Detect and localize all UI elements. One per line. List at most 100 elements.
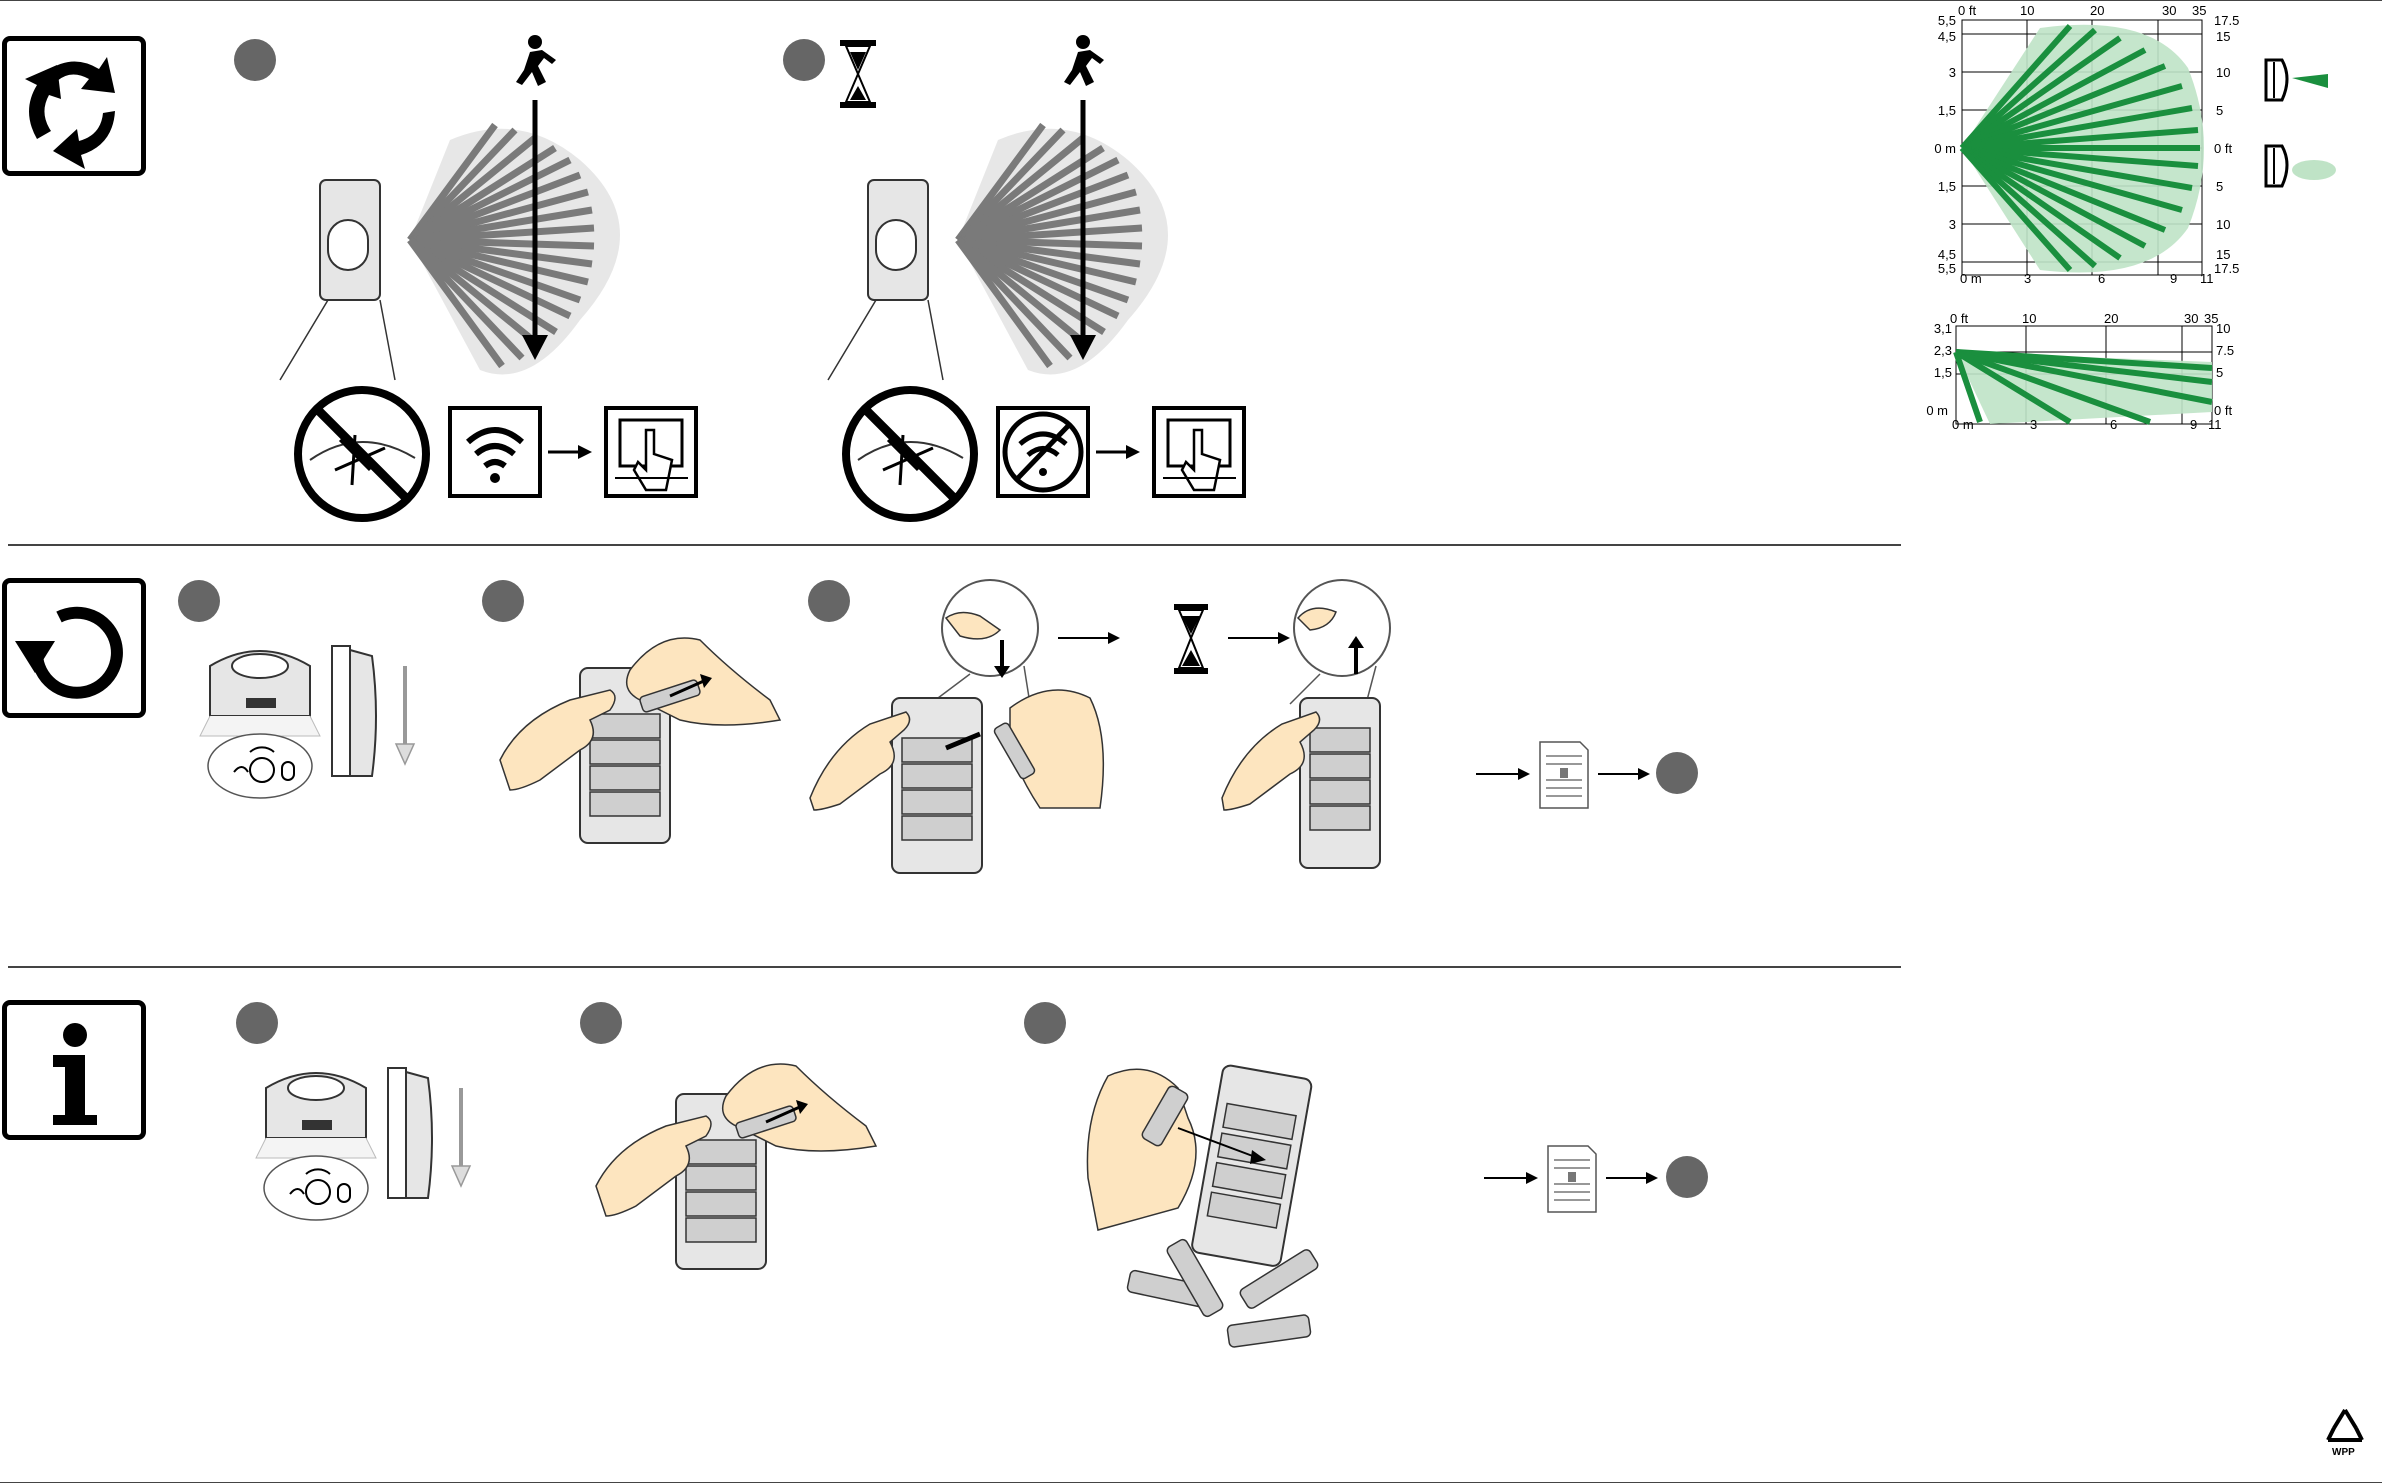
arrow-right-icon <box>1228 632 1290 644</box>
walking-person-icon <box>1064 35 1104 86</box>
top-rule <box>0 0 2382 1</box>
tick-label: 3,1 <box>1926 322 1952 336</box>
hourglass-icon-2 <box>1174 604 1208 674</box>
magnifier-release-up <box>1290 580 1390 704</box>
detection-scene-1 <box>280 30 780 520</box>
coverage-top-svg <box>1930 8 2230 288</box>
coverage-chart-top: 0 ft 10 20 30 35 0 m 3 6 9 11 5,5 4,5 3 … <box>1930 8 2230 288</box>
tick-label: 17.5 <box>2214 262 2239 276</box>
tick-label: 0 ft <box>2214 142 2232 156</box>
detector-head <box>210 651 310 716</box>
detector-device <box>280 180 395 380</box>
tick-label: 10 <box>2022 312 2036 326</box>
tick-label: 9 <box>2190 418 2197 432</box>
section-info-icon-box <box>2 1000 146 1140</box>
step-dot-2a <box>178 580 220 622</box>
info-i-icon <box>7 1005 141 1135</box>
tick-label: 1,5 <box>1930 104 1956 118</box>
arrow-right-icon <box>1606 1172 1658 1184</box>
arrow-right-icon <box>548 445 592 459</box>
tick-label: 2,3 <box>1926 344 1952 358</box>
tick-label: 17.5 <box>2214 14 2239 28</box>
detector-device <box>828 180 943 380</box>
arrow-right-icon <box>1476 768 1530 780</box>
detection-fan <box>958 125 1168 374</box>
tick-label: 20 <box>2090 4 2104 18</box>
touch-panel-icon <box>606 408 696 496</box>
slide-down-arrow <box>452 1088 470 1186</box>
tick-label: 0 ft <box>2214 404 2232 418</box>
wifi-signal-icon <box>450 408 540 496</box>
step-dot-2b <box>482 580 524 622</box>
tick-label: 9 <box>2170 272 2177 286</box>
tick-label: 0 m <box>1960 272 1982 286</box>
step-dot-3b <box>580 1002 622 1044</box>
tick-label: 0 ft <box>1958 4 1976 18</box>
coverage-side-svg <box>1930 312 2230 432</box>
step-dot-1a <box>234 39 276 81</box>
tick-label: 7.5 <box>2216 344 2234 358</box>
tick-label: 4,5 <box>1930 30 1956 44</box>
reinsert-battery-sequence <box>810 578 1510 878</box>
step-dot-2-end <box>1656 752 1698 794</box>
tick-label: 5 <box>2216 180 2223 194</box>
section-reset-icon-box <box>2 578 146 718</box>
step-dot-3a <box>236 1002 278 1044</box>
tick-label: 35 <box>2192 4 2206 18</box>
tick-label: 1,5 <box>1930 180 1956 194</box>
tick-label: 5,5 <box>1930 262 1956 276</box>
no-tamper-icon <box>846 390 974 518</box>
walking-person-icon <box>516 35 556 86</box>
hand-right <box>1010 690 1103 808</box>
detection-scene-2 <box>828 30 1328 520</box>
bottom-rule <box>0 1482 2382 1483</box>
detector-head <box>266 1073 366 1138</box>
slide-down-arrow <box>396 666 414 764</box>
wifi-off-icon <box>998 408 1088 496</box>
unlock-cover-illustration-2 <box>256 1058 486 1238</box>
lock-detail <box>208 734 312 798</box>
wide-beam-mode-icon <box>2262 142 2342 192</box>
arrow-right-icon <box>1096 445 1140 459</box>
tick-label: 6 <box>2098 272 2105 286</box>
undo-arrow-icon <box>7 583 141 713</box>
tick-label: 30 <box>2184 312 2198 326</box>
recycle-icon <box>2322 1406 2368 1446</box>
no-tamper-icon <box>298 390 426 518</box>
tick-label: 0 m <box>1952 418 1974 432</box>
recycle-mark: WPP <box>2322 1406 2368 1460</box>
detector-open-tilted <box>1191 1064 1313 1267</box>
tick-label: 11 <box>2208 418 2222 432</box>
tick-label: 0 m <box>1922 404 1948 418</box>
touch-panel-icon <box>1154 408 1244 496</box>
step-dot-3-end <box>1666 1156 1708 1198</box>
tick-label: 5,5 <box>1930 14 1956 28</box>
tick-label: 15 <box>2216 248 2230 262</box>
tick-label: 3 <box>1930 66 1956 80</box>
arrow-right-icon <box>1598 768 1650 780</box>
tick-label: 5 <box>2216 104 2223 118</box>
tick-label: 10 <box>2216 322 2230 336</box>
tick-label: 4,5 <box>1930 248 1956 262</box>
tick-label: 0 m <box>1930 142 1956 156</box>
narrow-beam-mode-icon <box>2262 56 2342 106</box>
tick-label: 0 ft <box>1950 312 1968 326</box>
magnifier-press-down <box>930 580 1038 704</box>
remove-battery-illustration-2 <box>596 1056 896 1276</box>
side-view-device <box>388 1068 432 1198</box>
tick-label: 10 <box>2216 218 2230 232</box>
side-view-device <box>332 646 376 776</box>
arrow-right-icon <box>1484 1172 1538 1184</box>
tick-label: 1,5 <box>1926 366 1952 380</box>
document-icon <box>1540 742 1588 808</box>
section-install-icon-box <box>2 36 146 176</box>
step-dot-1b <box>783 39 825 81</box>
tick-label: 30 <box>2162 4 2176 18</box>
tick-label: 3 <box>2024 272 2031 286</box>
detection-fan <box>410 125 620 374</box>
section-divider-1 <box>8 544 1901 546</box>
tick-label: 20 <box>2104 312 2118 326</box>
unlock-cover-illustration <box>200 636 430 816</box>
remove-battery-illustration <box>500 630 800 850</box>
document-icon <box>1548 1146 1596 1212</box>
